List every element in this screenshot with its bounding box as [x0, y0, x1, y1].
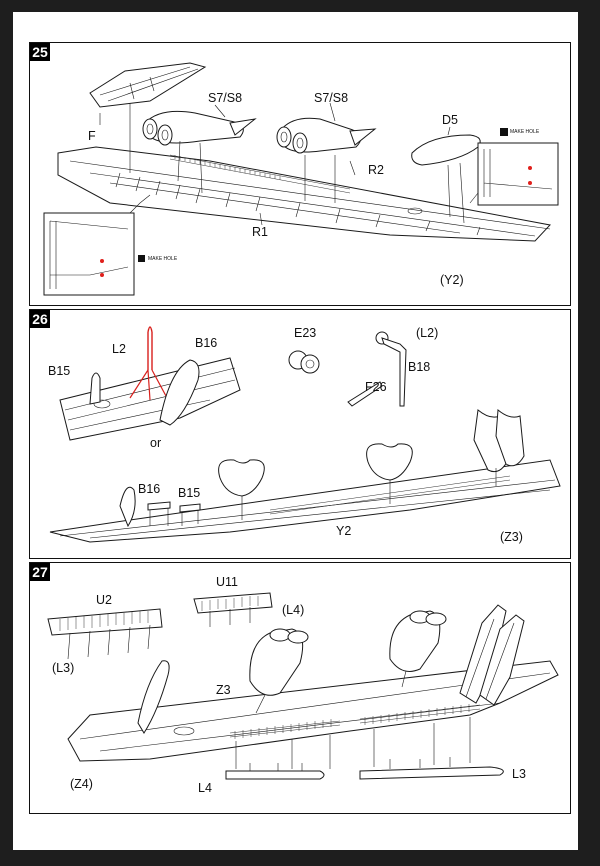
- step-25-drawing: [43, 62, 559, 296]
- make-hole-note-left: MAKE HOLE: [148, 256, 178, 262]
- label-l3: L3: [512, 767, 526, 781]
- label-l2-variant: (L2): [416, 326, 439, 340]
- label-r2: R2: [368, 163, 384, 177]
- engine-s7s8-a: [142, 110, 257, 146]
- label-f26: F26: [365, 380, 387, 394]
- label-b15: B15: [48, 364, 71, 378]
- part-d5: [411, 134, 481, 166]
- label-l3-variant: (L3): [52, 661, 75, 675]
- step-26-drawing: [49, 326, 561, 543]
- label-l2: L2: [112, 342, 126, 356]
- part-u11: [193, 592, 273, 614]
- make-hole-note-right: MAKE HOLE: [510, 129, 540, 135]
- wing-z3: [67, 660, 559, 762]
- label-b16b: B16: [138, 482, 161, 496]
- label-b16: B16: [195, 336, 218, 350]
- label-z3: Z3: [216, 683, 231, 697]
- step-number: 27: [30, 563, 50, 581]
- part-l4: [225, 770, 325, 780]
- label-f: F: [88, 129, 96, 143]
- label-s7s8-a: S7/S8: [208, 91, 243, 105]
- step-26-panel: 26: [29, 309, 571, 559]
- label-variant-z4: (Z4): [70, 777, 93, 791]
- step-number: 25: [30, 43, 50, 61]
- part-u2: [47, 608, 163, 636]
- step-27-drawing: [47, 592, 559, 780]
- label-or: or: [150, 436, 162, 450]
- instruction-sheet: 25: [13, 12, 578, 850]
- inset-left: [43, 212, 135, 296]
- step-number: 26: [30, 310, 50, 328]
- label-b18: B18: [408, 360, 431, 374]
- part-f: [89, 62, 207, 108]
- inset-right: [477, 142, 559, 206]
- label-u11: U11: [216, 575, 239, 589]
- engine-s7s8-b: [276, 117, 377, 154]
- label-s7s8-b: S7/S8: [314, 91, 349, 105]
- label-d5: D5: [442, 113, 458, 127]
- label-r1: R1: [252, 225, 268, 239]
- label-l4: L4: [198, 781, 212, 795]
- part-l3: [359, 766, 504, 780]
- label-variant-y2: (Y2): [440, 273, 464, 287]
- label-u2: U2: [96, 593, 112, 607]
- label-e23: E23: [294, 326, 317, 340]
- label-b15b: B15: [178, 486, 201, 500]
- step-25-panel: 25: [29, 42, 571, 306]
- step-27-panel: 27: [29, 562, 571, 814]
- label-variant-z3: (Z3): [500, 530, 523, 544]
- label-y2: Y2: [336, 524, 352, 538]
- label-l4-variant: (L4): [282, 603, 305, 617]
